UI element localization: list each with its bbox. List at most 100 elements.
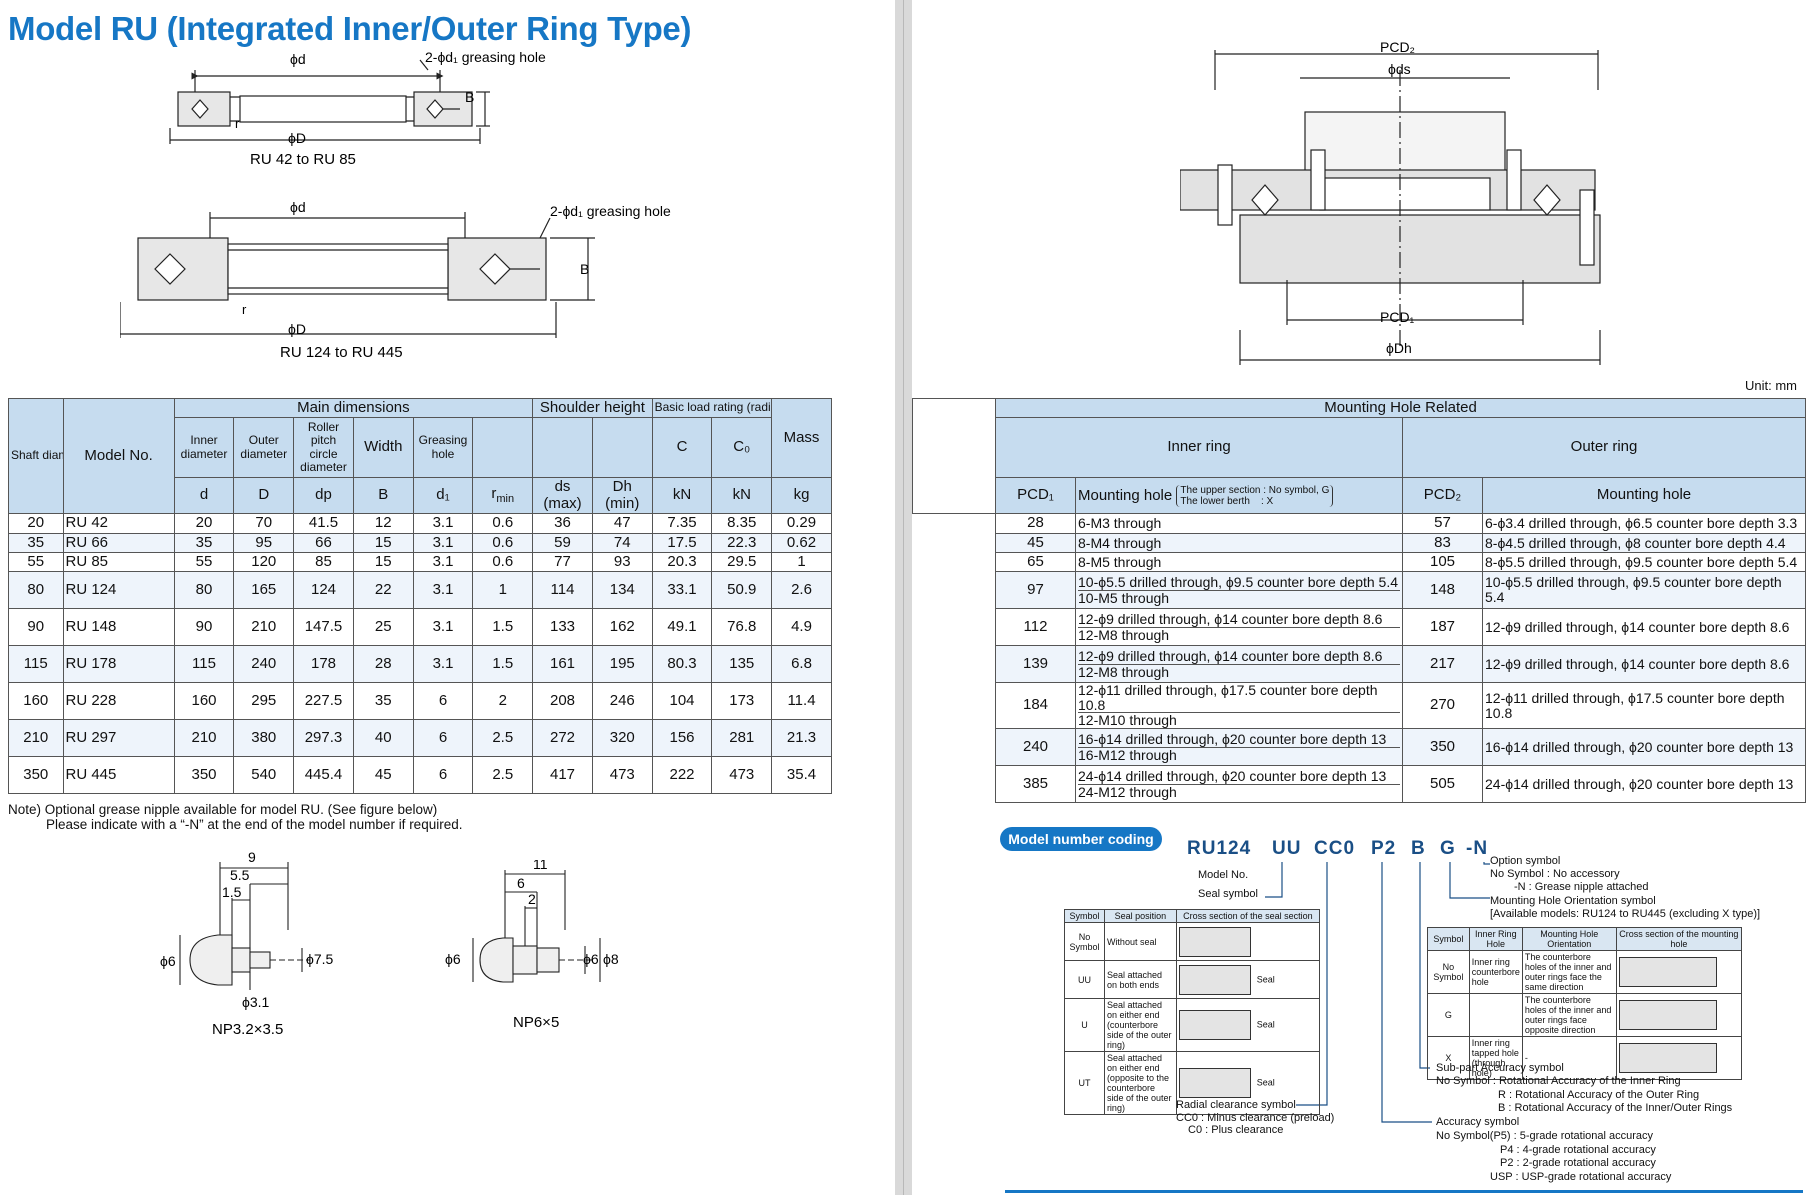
mh-note-upper: The upper section : No symbol, G	[1180, 484, 1330, 496]
mh-note-lower: The lower berth : X	[1180, 495, 1274, 507]
code-part-model: RU124	[1187, 838, 1252, 859]
grease-nipple-np32: 9 5.5 1.5 ϕ6 ϕ7.5 ϕ3.1 NP3.2×3.5	[160, 849, 334, 1038]
cell-ds: 77	[532, 552, 593, 572]
cell-B: 45	[352, 756, 414, 794]
cell-pcd1: 385	[995, 765, 1076, 804]
bearing-section-icon	[1178, 964, 1251, 995]
B-label: B	[580, 261, 589, 277]
cell-kg: 0.62	[771, 533, 832, 553]
grease-nipple-option-label: -N : Grease nipple attached	[1514, 881, 1649, 893]
radial-clearance-label: Radial clearance symbol	[1176, 1099, 1296, 1111]
phi-d-label: ϕd	[290, 199, 306, 215]
cell-d: 80	[173, 571, 235, 609]
no-accessory-label: No Symbol : No accessory	[1490, 868, 1620, 880]
cell-B: 25	[352, 608, 414, 646]
accuracy-p5: No Symbol(P5) : 5-grade rotational accur…	[1436, 1130, 1654, 1142]
hole-orientation-label: Mounting Hole Orientation symbol	[1490, 895, 1656, 907]
hole-cross-section	[1615, 1036, 1743, 1080]
cell-inner-hole: 10-ϕ5.5 drilled through, ϕ9.5 counter bo…	[1075, 571, 1403, 609]
main-dimensions-table: Shaft diameter Model No. Main dimensions…	[8, 398, 898, 794]
cell-shaft: 35	[8, 533, 64, 553]
dim-2: 2	[528, 891, 536, 907]
cell-Dh: 473	[591, 756, 653, 794]
ring-figure-small: ϕd 2-ϕd₁ greasing hole r r B ϕD RU 42 to…	[169, 50, 546, 168]
cell-outer-hole: 16-ϕ14 drilled through, ϕ20 counter bore…	[1481, 728, 1807, 767]
cell-Dh: 195	[591, 645, 653, 683]
bearing-section-icon	[1178, 926, 1251, 957]
col-greasing: Greasing hole	[412, 417, 474, 478]
cell-C0: 22.3	[711, 533, 773, 553]
available-models-label: [Available models: RU124 to RU445 (exclu…	[1490, 908, 1761, 920]
cell-pcd1: 45	[995, 533, 1076, 553]
seal-cell-sym: UU	[1064, 960, 1105, 999]
bearing-section-icon	[1178, 1010, 1251, 1040]
cell-r: 1.5	[472, 645, 534, 683]
cell-ds: 161	[532, 645, 593, 683]
cell-C0: 173	[711, 682, 773, 720]
cell-ds: 59	[532, 533, 593, 553]
dim-phi3-1: ϕ3.1	[242, 994, 270, 1010]
seal-cross-section: Seal	[1175, 998, 1321, 1052]
inner-hole-line-1: 10-ϕ5.5 drilled through, ϕ9.5 counter bo…	[1078, 573, 1400, 591]
sym-pcd2: PCD₂	[1402, 477, 1483, 514]
cell-B: 12	[352, 513, 414, 534]
sym-mounting-hole-outer: Mounting hole	[1481, 477, 1807, 514]
dim-phi8: ϕ8	[603, 951, 619, 967]
cell-kg: 11.4	[771, 682, 832, 720]
dim-phi6: ϕ6	[160, 953, 176, 969]
hole-cell-orient: The counterbore holes of the inner and o…	[1521, 950, 1617, 994]
dim-phi6: ϕ6	[445, 951, 461, 967]
cell-B: 22	[352, 571, 414, 609]
sym-kg: kg	[771, 477, 832, 514]
cell-C: 104	[651, 682, 713, 720]
sym-rmin: rmin	[472, 477, 534, 514]
col-rmin-blank	[472, 417, 534, 478]
seal-col-symbol: Symbol	[1064, 909, 1105, 923]
hole-cell-orient: -	[1521, 1036, 1617, 1080]
cell-C0: 473	[711, 756, 773, 794]
accuracy-p2: P2 : 2-grade rotational accuracy	[1500, 1157, 1656, 1169]
code-part-hole-orientation: G	[1440, 838, 1456, 859]
spacer-cell	[912, 552, 996, 572]
cell-ds: 133	[532, 608, 593, 646]
seal-cell-sym: UT	[1064, 1051, 1105, 1115]
cell-inner-hole: 12-ϕ11 drilled through, ϕ17.5 counter bo…	[1075, 681, 1403, 730]
sym-kN: kN	[711, 477, 773, 514]
cell-D: 95	[233, 533, 295, 553]
cell-D: 165	[233, 571, 295, 609]
cell-model: RU 178	[62, 645, 175, 683]
inner-hole-line-1: 12-ϕ9 drilled through, ϕ14 counter bore …	[1078, 612, 1400, 628]
group-basic-load: Basic load rating (radial)	[651, 398, 773, 418]
option-symbol-label: Option symbol	[1490, 855, 1561, 867]
sym-B: B	[352, 477, 414, 514]
inner-hole-line-2: 12-M8 through	[1078, 626, 1170, 643]
hole-col-orientation: Mounting Hole Orientation	[1521, 927, 1617, 951]
r-label: r	[235, 116, 240, 131]
spacer-cell	[912, 571, 996, 609]
cell-ds: 417	[532, 756, 593, 794]
cell-C0: 135	[711, 645, 773, 683]
hole-cell-orient: The counterbore holes of the inner and o…	[1521, 993, 1617, 1037]
cell-C: 33.1	[651, 571, 713, 609]
hole-cell-sym: X	[1427, 1036, 1470, 1080]
mounting-hole-table: Mounting Hole Related Inner ring Outer r…	[912, 398, 1807, 804]
pcd1-label: PCD₁	[1380, 309, 1415, 325]
bearing-section-icon	[1178, 1068, 1251, 1098]
phi-D-label: ϕD	[288, 321, 306, 337]
code-part-seal: UU	[1272, 838, 1302, 859]
code-part-clearance: CC0	[1314, 838, 1356, 859]
cell-outer-hole: 12-ϕ9 drilled through, ϕ14 counter bore …	[1481, 608, 1807, 646]
page-title: Model RU (Integrated Inner/Outer Ring Ty…	[8, 10, 692, 47]
mounting-figure: PCD₂ ϕds PCD₁ ϕDh	[1180, 39, 1601, 365]
subpart-no-symbol: No Symbol : Rotational Accuracy of the I…	[1436, 1075, 1681, 1087]
cell-B: 40	[352, 719, 414, 757]
cell-D: 120	[233, 552, 295, 572]
cell-d: 90	[173, 608, 235, 646]
